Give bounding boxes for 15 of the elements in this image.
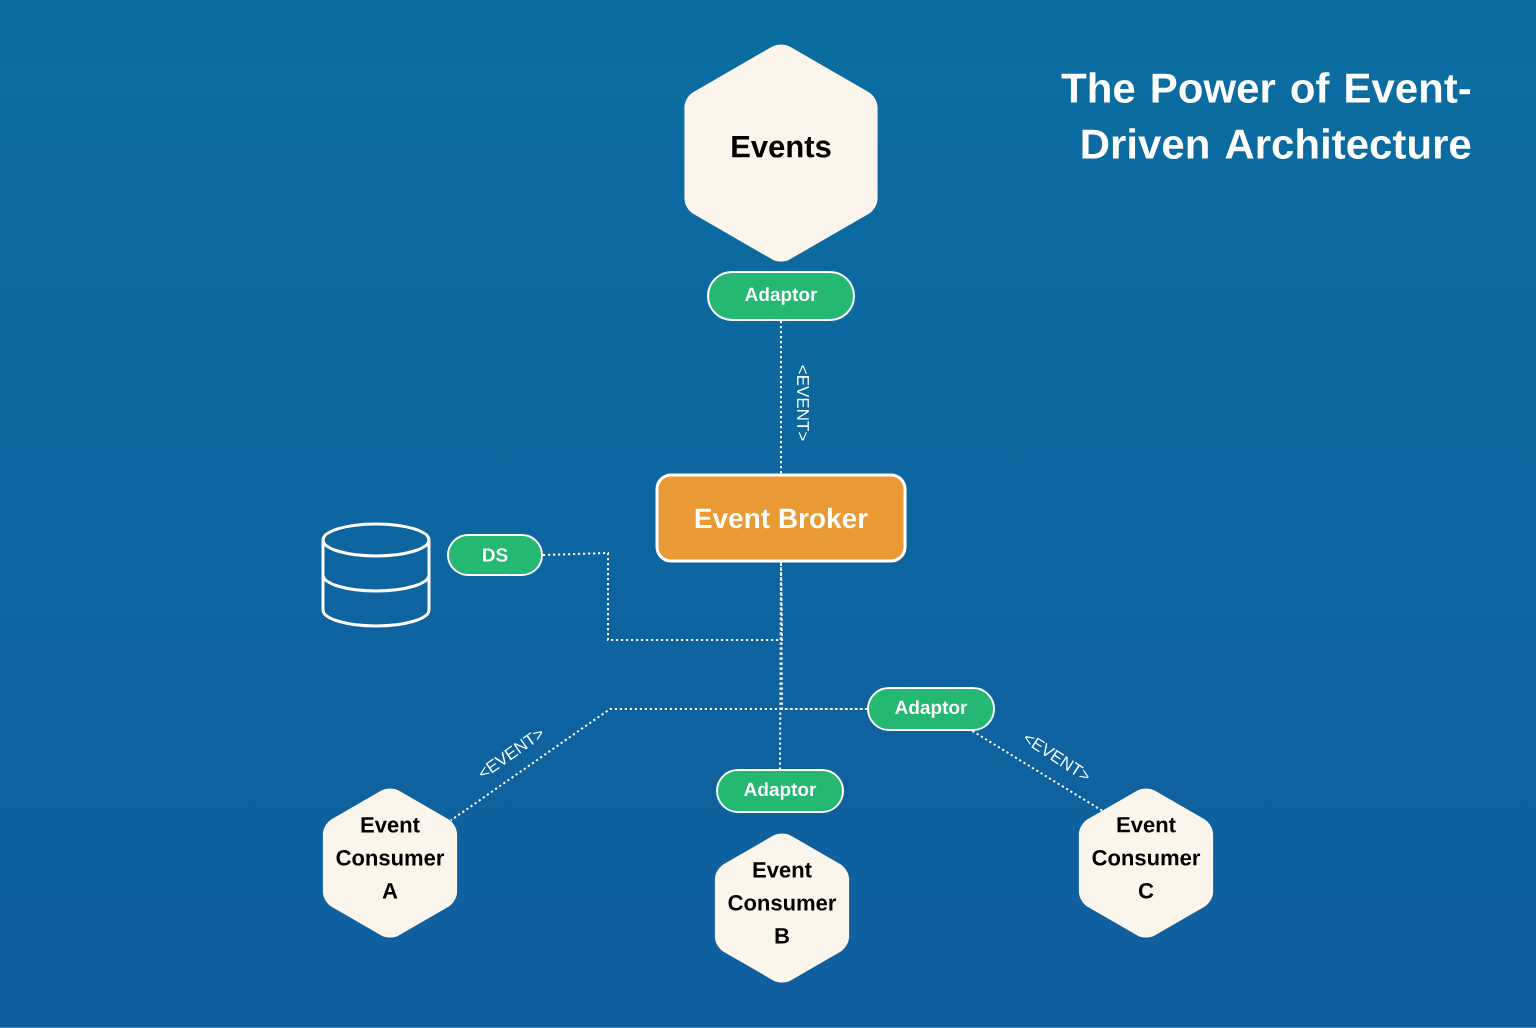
hexagon: Events — [684, 44, 878, 262]
title: The Power of Event-Driven Architecture — [1061, 72, 1471, 160]
connector — [542, 551, 784, 641]
adaptor-pill: Adaptor — [867, 687, 995, 731]
hexagon: Event Consumer B — [714, 833, 850, 983]
edge-label: <EVENT> — [797, 365, 809, 441]
connector — [971, 730, 1104, 812]
hexagon: Event Consumer A — [322, 788, 458, 938]
connector — [780, 320, 782, 475]
adaptor-pill: Adaptor — [716, 769, 844, 813]
broker-box: Event Broker — [655, 473, 907, 563]
adaptor-pill: DS — [447, 534, 543, 576]
connector — [449, 708, 868, 822]
adaptor-pill: Adaptor — [707, 271, 855, 321]
hexagon: Event Consumer C — [1078, 788, 1214, 938]
